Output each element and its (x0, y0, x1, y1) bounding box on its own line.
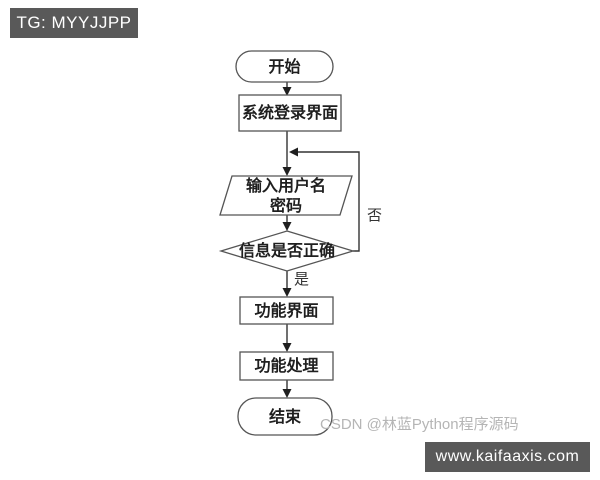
edge-label-no: 否 (367, 206, 383, 224)
arrowhead-loop-left (289, 147, 298, 157)
edge-no-loop (298, 151, 360, 252)
end-terminator-shape (237, 397, 333, 436)
arrowhead (282, 288, 292, 297)
arrowhead (282, 343, 292, 352)
arrowhead (282, 87, 292, 96)
login-process-shape (238, 94, 342, 132)
check-decision-shape (218, 230, 356, 272)
input-io-shape (219, 175, 353, 216)
csdn-watermark: CSDN @林蓝Python程序源码 (320, 416, 519, 433)
arrowhead (282, 222, 292, 231)
arrowhead (282, 167, 292, 176)
edge-label-yes: 是 (294, 270, 310, 288)
ui-process-shape (239, 296, 334, 325)
handle-process-shape (239, 351, 334, 381)
start-terminator-shape (235, 50, 334, 83)
website-badge: www.kaifaaxis.com (425, 442, 590, 472)
arrowhead (282, 389, 292, 398)
telegram-badge: TG: MYYJJPP (10, 8, 138, 38)
